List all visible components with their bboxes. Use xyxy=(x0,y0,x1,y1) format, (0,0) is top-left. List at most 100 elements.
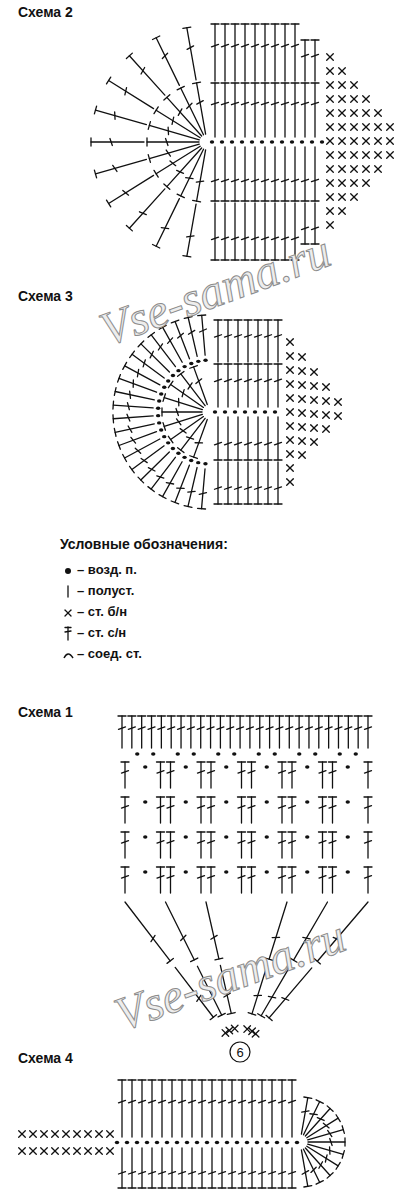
stitch-cross-bar xyxy=(208,806,215,808)
single-crochet-symbol xyxy=(339,110,346,117)
double-crochet-symbol xyxy=(168,1148,176,1188)
stitch-stem xyxy=(124,832,125,858)
stitch-cross-bar xyxy=(138,727,145,729)
stitch-top-bar xyxy=(146,138,147,146)
stitch-line xyxy=(387,138,394,145)
stitch-line xyxy=(19,1148,26,1155)
stitch-cross-bar xyxy=(266,727,273,729)
stitch-line xyxy=(339,82,346,89)
scheme-title: Схема 4 xyxy=(18,1050,73,1067)
stitch-line xyxy=(287,451,294,458)
stitch-line xyxy=(299,396,306,403)
single-crochet-symbol xyxy=(387,124,394,131)
stitch-stem xyxy=(167,97,202,136)
double-crochet-symbol xyxy=(138,1080,146,1137)
stitch-cross-bar xyxy=(222,44,229,46)
chain-symbol xyxy=(354,752,358,755)
chain-symbol xyxy=(162,386,166,389)
double-crochet-symbol xyxy=(264,462,272,504)
double-crochet-symbol xyxy=(157,832,165,858)
stitch-cross-bar xyxy=(208,841,215,843)
stitch-cross-bar xyxy=(200,329,207,332)
single-crochet-symbol xyxy=(63,1148,70,1155)
stitch-stem xyxy=(170,797,171,823)
stitch-cross-bar xyxy=(209,1172,216,1174)
double-crochet-symbol xyxy=(285,716,293,748)
double-crochet-symbol xyxy=(234,417,242,460)
scheme-title: Схема 2 xyxy=(18,4,73,21)
stitch-top-bar xyxy=(128,715,136,716)
stitch-cross-bar xyxy=(157,771,164,773)
stitch-cross-bar xyxy=(276,727,283,729)
stitch-top-bar xyxy=(248,1187,256,1188)
single-crochet-symbol xyxy=(287,395,294,402)
stitch-line xyxy=(323,384,330,391)
stitch-top-bar xyxy=(264,459,272,460)
stitch-cross-bar xyxy=(222,102,229,104)
single-crochet-symbol xyxy=(299,396,306,403)
single-crochet-symbol xyxy=(339,208,346,215)
stitch-cross-bar xyxy=(312,102,319,104)
double-crochet-symbol xyxy=(244,320,252,362)
double-crochet-symbol xyxy=(315,716,323,748)
single-crochet-symbol xyxy=(339,152,346,159)
stitch-cross-bar xyxy=(319,1162,323,1168)
stitch-line xyxy=(63,1148,70,1155)
chain-symbol xyxy=(257,752,261,755)
round-count-circle: 6 xyxy=(229,1041,251,1063)
double-crochet-symbol xyxy=(248,1080,256,1137)
single-crochet-symbol xyxy=(311,397,318,404)
double-crochet-symbol xyxy=(207,832,215,858)
double-crochet-symbol xyxy=(271,24,279,81)
stitch-top-bar xyxy=(90,138,91,146)
stitch-top-bar xyxy=(216,715,224,716)
stitch-cross-bar xyxy=(246,727,253,729)
stitch-cross-bar xyxy=(255,487,262,489)
double-crochet-symbol xyxy=(261,147,269,201)
double-crochet-symbol xyxy=(329,762,337,788)
stitch-stem xyxy=(261,1148,262,1188)
double-crochet-symbol xyxy=(167,832,175,858)
double-crochet-symbol xyxy=(278,867,286,893)
stitch-top-bar xyxy=(167,958,173,963)
stitch-cross-bar xyxy=(215,379,222,381)
double-crochet-symbol xyxy=(278,1080,286,1137)
stitch-cross-bar xyxy=(365,876,372,878)
stitch-line xyxy=(287,423,294,430)
stitch-top-bar xyxy=(236,715,244,716)
double-crochet-symbol xyxy=(207,867,215,893)
stitch-cross-bar xyxy=(166,150,170,156)
stitch-line xyxy=(387,152,394,159)
stitch-cross-bar xyxy=(227,727,234,729)
single-crochet-symbol xyxy=(299,410,306,417)
double-crochet-symbol xyxy=(121,797,129,823)
stitch-stem xyxy=(181,418,205,450)
stitch-stem xyxy=(214,83,215,137)
stitch-stem xyxy=(277,417,278,460)
chain-symbol xyxy=(297,752,301,755)
stitch-stem xyxy=(151,1148,152,1188)
stitch-top-bar xyxy=(311,39,319,40)
chain-symbol xyxy=(346,800,350,803)
stitch-stem xyxy=(307,1118,338,1138)
stitch-top-bar xyxy=(211,23,219,24)
stitch-cross-bar xyxy=(282,102,289,104)
double-crochet-symbol xyxy=(236,716,244,748)
stitch-cross-bar xyxy=(242,179,249,181)
stitch-top-bar xyxy=(221,23,229,24)
double-crochet-symbol xyxy=(325,716,333,748)
stitch-line xyxy=(299,438,306,445)
stitch-line xyxy=(339,68,346,75)
single-crochet-symbol xyxy=(96,1148,103,1155)
single-crochet-symbol xyxy=(299,424,306,431)
stitch-cross-bar xyxy=(123,190,129,195)
stitch-stem xyxy=(305,1109,330,1136)
double-crochet-symbol xyxy=(254,417,262,460)
stitch-top-bar xyxy=(130,351,135,357)
stitch-top-bar xyxy=(319,796,327,797)
stitch-top-bar xyxy=(218,1013,225,1017)
stitch-cross-bar xyxy=(149,1172,156,1174)
stitch-line xyxy=(351,124,358,131)
double-crochet-symbol xyxy=(166,902,198,962)
